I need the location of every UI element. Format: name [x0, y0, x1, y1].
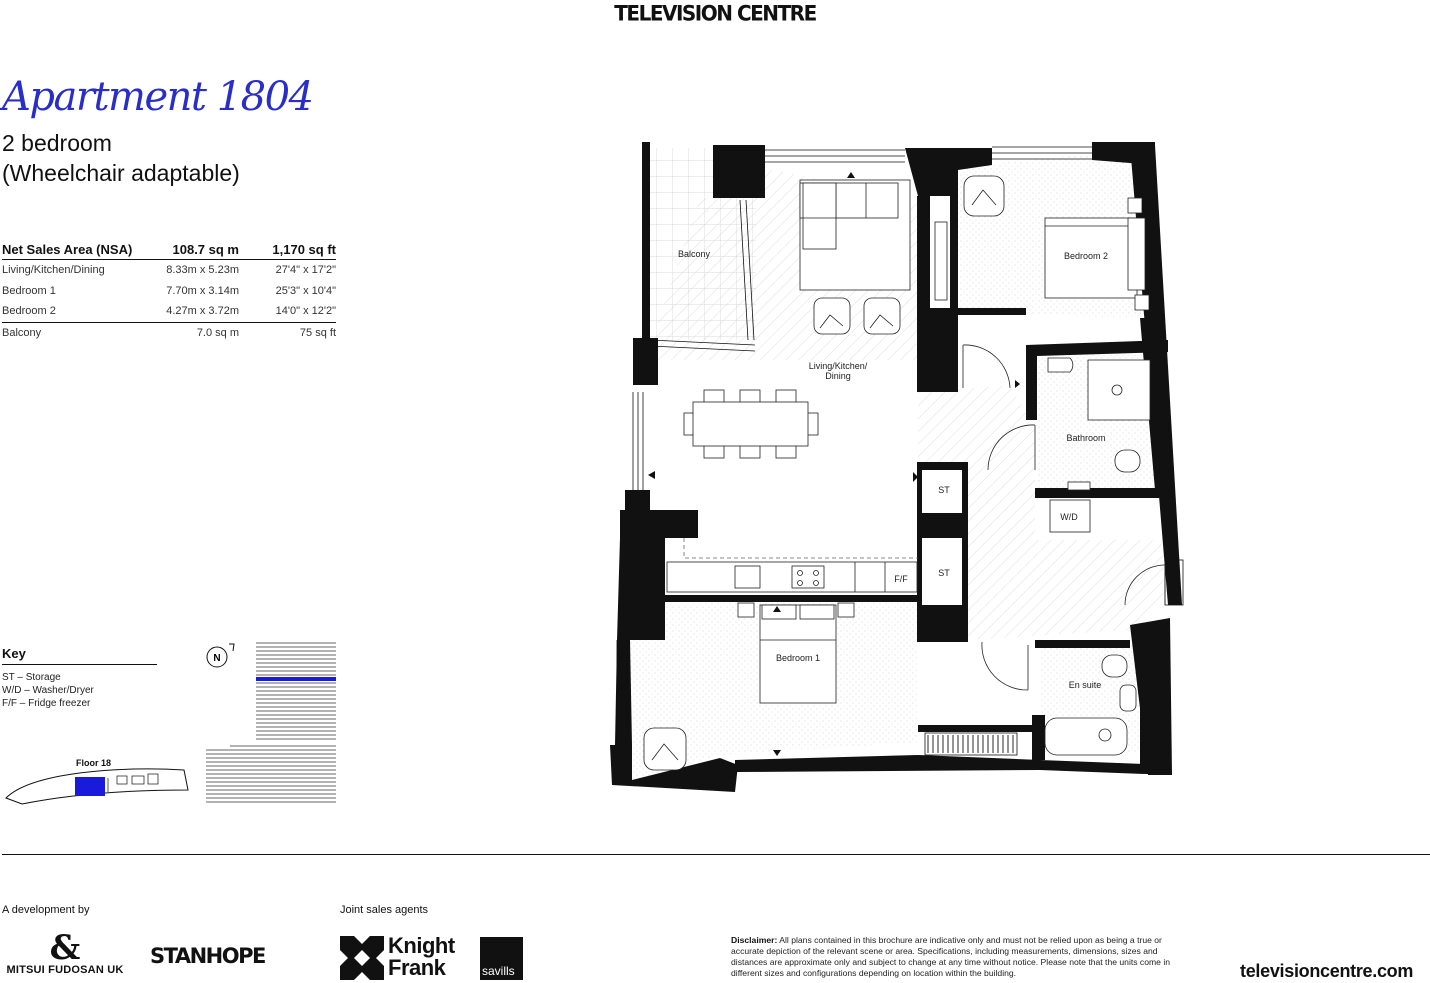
- room-label-living-2: Dining: [825, 371, 851, 381]
- savills-logo: savills: [480, 937, 523, 980]
- knight-frank-logo: Knight Frank: [388, 935, 455, 979]
- kitchen-counter: [666, 561, 918, 593]
- disclaimer-title: Disclaimer:: [731, 935, 778, 945]
- knight-frank-line-2: Frank: [388, 955, 446, 980]
- mitsui-fudosan-logo: & MITSUI FUDOSAN UK: [0, 928, 130, 976]
- armchairs: [813, 297, 901, 335]
- bedroom-count: 2 bedroom: [2, 130, 112, 156]
- room-metric: 7.70m x 3.14m: [166, 284, 239, 297]
- tv-unit: [934, 221, 948, 301]
- room-name: Bedroom 1: [2, 284, 56, 297]
- table-row: Bedroom 2 4.27m x 3.72m 14'0" x 12'2": [2, 301, 336, 323]
- savills-text: savills: [482, 964, 515, 978]
- table-row: Bedroom 1 7.70m x 3.14m 25'3" x 10'4": [2, 280, 336, 301]
- room-imperial: 75 sq ft: [299, 326, 336, 339]
- room-label-storage-2: ST: [938, 568, 950, 578]
- stanhope-logo: STANHOPE: [150, 944, 266, 968]
- room-name: Bedroom 2: [2, 301, 139, 323]
- table-row: Living/Kitchen/Dining 8.33m x 5.23m 27'4…: [2, 259, 336, 280]
- area-table-header: Net Sales Area (NSA) 108.7 sq m 1,170 sq…: [2, 240, 336, 260]
- room-label-balcony: Balcony: [678, 249, 711, 259]
- room-label-ensuite: En suite: [1069, 680, 1102, 690]
- room-label-bathroom: Bathroom: [1066, 433, 1105, 443]
- key-item: W/D – Washer/Dryer: [2, 685, 94, 696]
- window-markers: [648, 172, 1147, 756]
- key-legend: Key ST – Storage W/D – Washer/Dryer F/F …: [2, 646, 157, 710]
- compass-label: N: [213, 653, 220, 664]
- floor-keyplan: [5, 768, 189, 805]
- bedroom-2-furniture: [963, 175, 1150, 311]
- key-item: ST – Storage: [2, 672, 61, 683]
- building-stack-diagram: [206, 642, 336, 803]
- table-row: Balcony 7.0 sq m 75 sq ft: [2, 322, 336, 343]
- brand-logo: TELEVISION CENTRE: [614, 0, 817, 26]
- room-metric: 7.0 sq m: [196, 326, 239, 339]
- room-label-washer-dryer: W/D: [1060, 512, 1078, 522]
- bathroom-fixtures: [1047, 357, 1151, 533]
- window-glazing: [616, 146, 1184, 745]
- key-item: F/F – Fridge freezer: [2, 698, 91, 709]
- door-swings: [962, 344, 1166, 691]
- dining-table: [683, 389, 819, 459]
- sofa: [799, 179, 911, 291]
- disclaimer: Disclaimer: All plans contained in this …: [731, 935, 1186, 979]
- area-header-imperial: 1,170 sq ft: [239, 240, 336, 260]
- apartment-title: Apartment 1804: [2, 74, 314, 120]
- room-imperial: 27'4" x 17'2": [275, 263, 336, 276]
- knight-frank-icon: [340, 936, 384, 980]
- development-label: A development by: [2, 904, 90, 916]
- room-imperial: 14'0" x 12'2": [239, 301, 336, 323]
- area-header-label: Net Sales Area (NSA): [2, 240, 139, 260]
- agents-label: Joint sales agents: [340, 904, 429, 916]
- footer-divider: [2, 854, 1430, 855]
- room-label-storage-1: ST: [938, 485, 950, 495]
- key-title: Key: [2, 646, 157, 665]
- storage-grilles: [932, 313, 956, 380]
- mitsui-mark: &: [49, 928, 81, 968]
- stack-floor-highlight: [256, 677, 336, 681]
- mitsui-name: MITSUI FUDOSAN UK: [6, 964, 124, 976]
- room-imperial: 25'3" x 10'4": [275, 284, 336, 297]
- room-label-fridge-freezer: F/F: [894, 574, 908, 584]
- area-table: Net Sales Area (NSA) 108.7 sq m 1,170 sq…: [2, 240, 336, 343]
- room-label-living: Living/Kitchen/: [809, 361, 868, 371]
- bedroom-1-furniture: [643, 602, 855, 771]
- apartment-subtitle: 2 bedroom (Wheelchair adaptable): [2, 128, 240, 188]
- room-metric: 4.27m x 3.72m: [139, 301, 239, 323]
- room-name: Living/Kitchen/Dining: [2, 263, 105, 276]
- website-link[interactable]: televisioncentre.com: [1240, 961, 1414, 981]
- room-name: Balcony: [2, 326, 42, 339]
- room-metric: 8.33m x 5.23m: [166, 263, 239, 276]
- floor-label: Floor 18: [76, 758, 112, 768]
- floor-plan: Balcony Living/Kitchen/ Dining Bedroom 2…: [610, 142, 1184, 792]
- compass-icon: N: [206, 643, 235, 668]
- floor-unit-highlight: [75, 777, 105, 796]
- accessibility-note: (Wheelchair adaptable): [2, 160, 240, 186]
- room-label-bedroom-1: Bedroom 1: [776, 653, 820, 663]
- room-label-bedroom-2: Bedroom 2: [1064, 251, 1108, 261]
- knight-frank-line-1: Knight: [388, 933, 455, 958]
- area-header-metric: 108.7 sq m: [139, 240, 239, 260]
- ensuite-fixtures: [1044, 654, 1137, 756]
- disclaimer-text: All plans contained in this brochure are…: [731, 935, 1171, 978]
